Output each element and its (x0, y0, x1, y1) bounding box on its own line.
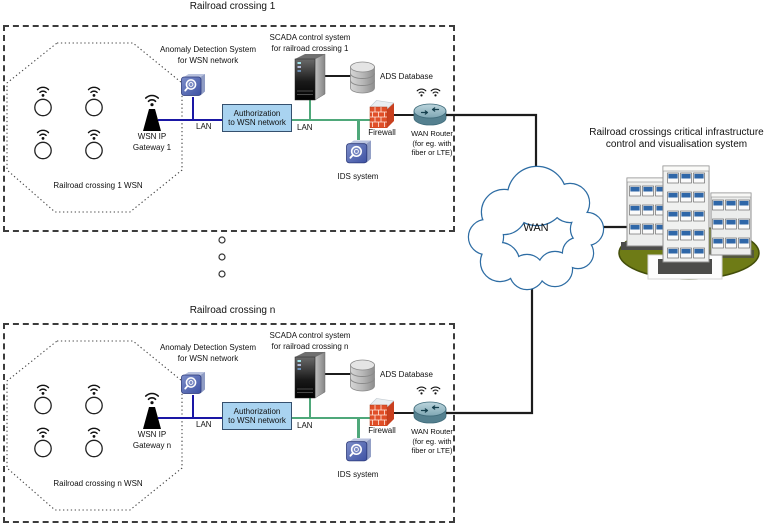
database-label: ADS Database (380, 370, 433, 379)
authorization-line1: Authorization (233, 406, 281, 416)
crossing-title: Railroad crossing n (189, 305, 276, 316)
router-wifi-icons (416, 88, 441, 97)
gateway-label-line2: Gateway 1 (132, 143, 172, 152)
control-system-title-line2: control and visualisation system (605, 139, 748, 150)
ids-drop-line (357, 417, 360, 438)
anomaly-drop-line (191, 395, 195, 418)
gateway-antenna-icon (143, 94, 161, 131)
router-wifi-icons (416, 386, 441, 395)
database-icon (350, 359, 375, 392)
wsn-sensor-node (34, 86, 52, 117)
ids-icon (345, 139, 372, 164)
railroad-crossing-1-group: Railroad crossing 1 Railroad crossing 1 … (3, 1, 455, 232)
authorization-line1: Authorization (233, 108, 281, 118)
database-icon (350, 61, 375, 94)
scada-db-line (322, 74, 352, 77)
firewall-icon (369, 100, 395, 128)
scada-label-line1: SCADA control system (269, 33, 351, 42)
authorization-box: Authorization to WSN network (222, 104, 292, 132)
anomaly-label-line2: for WSN network (177, 354, 239, 363)
authorization-box: Authorization to WSN network (222, 402, 292, 430)
gateway-label-line1: WSN IP (137, 430, 167, 439)
anomaly-label-line1: Anomaly Detection System (159, 343, 257, 352)
anomaly-label-line1: Anomaly Detection System (159, 45, 257, 54)
wan-router-icon (413, 103, 447, 126)
wsn-sensor-node (85, 427, 103, 458)
scada-server-icon (294, 351, 326, 399)
gateway-antenna-icon (143, 392, 161, 429)
scada-label-line1: SCADA control system (269, 331, 351, 340)
wsn-sensor-node (34, 129, 52, 160)
lan-label-1: LAN (196, 121, 212, 131)
firewall-icon (369, 398, 395, 426)
scada-drop-line (308, 97, 312, 120)
railroad-crossing-n-group: Railroad crossing n Railroad crossing n … (0, 298, 778, 531)
ids-icon (345, 437, 372, 462)
wsn-sensor-node (85, 86, 103, 117)
crossing-title: Railroad crossing 1 (189, 1, 276, 12)
database-label: ADS Database (380, 72, 433, 81)
scada-drop-line (308, 395, 312, 418)
wsn-area-octagon (6, 340, 183, 511)
wsn-lan-line (158, 416, 222, 419)
lan-label-2: LAN (297, 420, 313, 430)
wsn-area-label: Railroad crossing n WSN (53, 479, 143, 488)
ids-label: IDS system (337, 470, 379, 479)
scada-db-line (322, 372, 352, 375)
wan-router-icon (413, 401, 447, 424)
lan-label-1: LAN (196, 419, 212, 429)
control-system-title: Railroad crossings critical infrastructu… (575, 127, 778, 151)
router-label-line1: WAN Router (411, 129, 453, 138)
scada-server-icon (294, 53, 326, 101)
router-label-line3: fiber or LTE) (411, 446, 453, 455)
wsn-sensor-node (85, 384, 103, 415)
wsn-sensor-node (34, 427, 52, 458)
router-label-line1: WAN Router (411, 427, 453, 436)
wsn-sensor-node (34, 384, 52, 415)
wsn-area-octagon (6, 42, 183, 213)
anomaly-drop-line (191, 97, 195, 120)
wsn-lan-line (158, 118, 222, 121)
gateway-label-line2: Gateway n (132, 441, 172, 450)
router-label-line2: (for eg. with (412, 138, 452, 148)
router-label-line2: (for eg. with (412, 436, 452, 446)
firewall-label: Firewall (368, 128, 396, 137)
wsn-sensor-node (85, 129, 103, 160)
anomaly-label-line2: for WSN network (177, 56, 239, 65)
crossing-boundary-box (3, 323, 455, 523)
anomaly-detection-icon (180, 73, 206, 97)
ids-label: IDS system (337, 172, 379, 181)
scada-label-line2: for railroad crossing 1 (271, 44, 349, 53)
authorization-line2: to WSN network (228, 118, 286, 127)
scada-label-line2: for railroad crossing n (271, 342, 349, 351)
lan-label-2: LAN (297, 122, 313, 132)
wan-label: WAN (523, 222, 549, 234)
lan-line (292, 118, 372, 121)
authorization-line2: to WSN network (228, 416, 286, 425)
anomaly-detection-icon (180, 371, 206, 395)
gateway-label-line1: WSN IP (137, 132, 167, 141)
router-label-line3: fiber or LTE) (411, 148, 453, 157)
lan-line (292, 416, 372, 419)
control-system-title-line1: Railroad crossings critical infrastructu… (589, 127, 764, 138)
ids-drop-line (357, 119, 360, 140)
wsn-area-label: Railroad crossing 1 WSN (53, 181, 143, 190)
firewall-label: Firewall (368, 426, 396, 435)
